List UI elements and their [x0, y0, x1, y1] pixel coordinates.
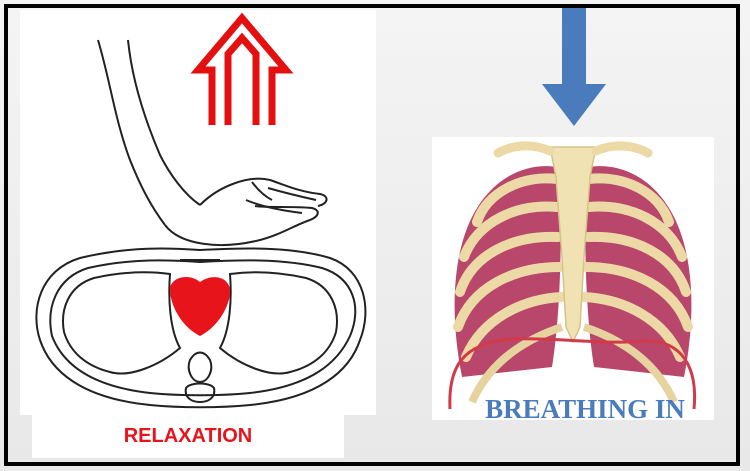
rib-cage-illustration: [432, 137, 714, 420]
down-arrow-icon: [540, 8, 608, 128]
heart-shape: [170, 277, 230, 336]
up-arrow-icon: [198, 18, 286, 125]
relaxation-illustration: [20, 10, 376, 415]
relaxation-label: RELAXATION: [32, 414, 344, 458]
breathing-in-label: BREATHING IN: [480, 394, 690, 424]
